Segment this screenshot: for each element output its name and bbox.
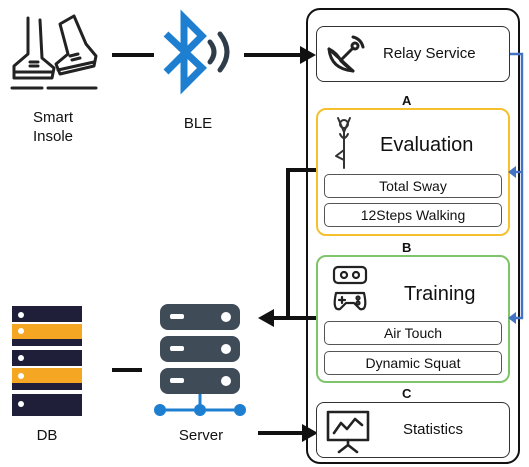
blue-feedback-arrows <box>508 52 524 324</box>
satellite-dish-icon <box>327 35 365 73</box>
yoga-pose-icon <box>335 117 351 169</box>
statistics-label: Statistics <box>403 421 464 438</box>
training-item-air-touch[interactable]: Air Touch <box>324 321 502 345</box>
arrow-server-to-statistics <box>258 431 306 435</box>
statistics-box[interactable]: Statistics <box>316 402 510 458</box>
connector-line <box>286 168 290 320</box>
training-panel: Training Air Touch Dynamic Squat <box>316 255 510 383</box>
training-item-dynamic-squat[interactable]: Dynamic Squat <box>324 351 502 375</box>
ble-label: BLE <box>183 115 213 132</box>
server-label: Server <box>178 427 224 444</box>
arrow-head <box>300 46 316 64</box>
relay-service-label: Relay Service <box>383 45 476 62</box>
evaluation-title: Evaluation <box>380 134 474 156</box>
arrow-to-server <box>272 316 322 320</box>
database-icon <box>12 306 82 416</box>
smart-insole-label: Smart Insole <box>32 109 74 145</box>
connector-line <box>112 53 154 57</box>
evaluation-item-12steps-walking[interactable]: 12Steps Walking <box>324 203 502 227</box>
vr-gamepad-icon <box>332 265 368 311</box>
relay-service-box: Relay Service <box>316 26 510 82</box>
evaluation-panel: Evaluation Total Sway 12Steps Walking <box>316 108 510 236</box>
arrow-ble-to-relay <box>244 53 304 57</box>
shoes-icon <box>10 14 98 90</box>
evaluation-item-total-sway[interactable]: Total Sway <box>324 174 502 198</box>
app-panel <box>306 8 520 464</box>
training-title: Training <box>404 283 476 305</box>
db-label: DB <box>36 427 58 444</box>
presentation-chart-icon <box>326 410 370 454</box>
server-icon <box>154 304 246 416</box>
connector-line <box>112 368 142 372</box>
arrow-head <box>258 309 274 327</box>
section-c-label: C <box>402 386 412 401</box>
section-a-label: A <box>402 93 412 108</box>
bluetooth-icon <box>163 9 230 95</box>
connector-line <box>288 168 322 172</box>
section-b-label: B <box>402 240 412 255</box>
